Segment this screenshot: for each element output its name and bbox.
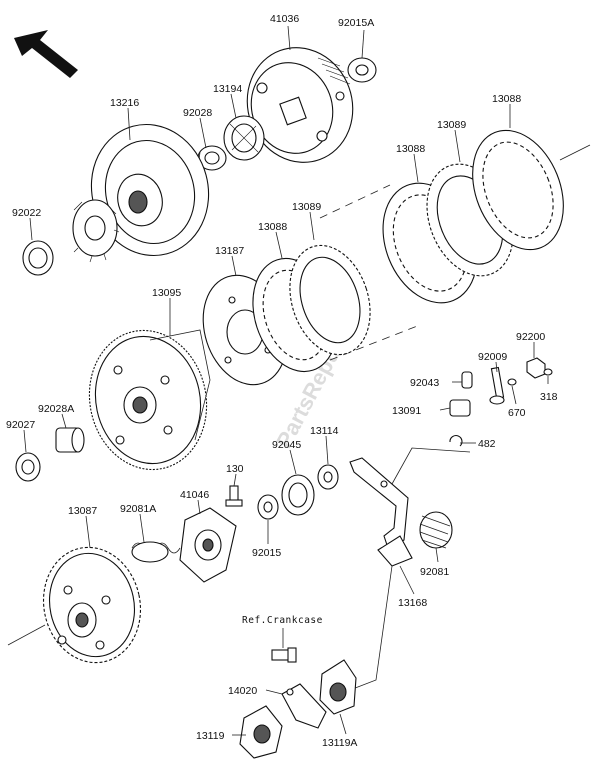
part-13216 xyxy=(72,123,210,263)
part-13091 xyxy=(449,399,471,417)
part-13119 xyxy=(239,705,283,759)
label-13088-lower: 13088 xyxy=(258,221,287,233)
part-13194 xyxy=(223,115,265,161)
label-92043: 92043 xyxy=(410,377,439,389)
part-13095 xyxy=(88,329,211,471)
label-13087: 13087 xyxy=(68,505,97,517)
part-13088-right xyxy=(472,129,564,251)
label-670: 670 xyxy=(508,407,526,419)
part-41046 xyxy=(179,507,237,583)
label-92022: 92022 xyxy=(12,207,41,219)
label-13089-lower: 13089 xyxy=(292,201,321,213)
label-13114: 13114 xyxy=(310,425,339,437)
label-13216: 13216 xyxy=(110,97,139,109)
part-41036 xyxy=(246,47,354,163)
part-92015 xyxy=(257,494,279,520)
label-14020: 14020 xyxy=(228,685,257,697)
label-13168: 13168 xyxy=(398,597,427,609)
label-13194: 13194 xyxy=(213,83,242,95)
label-13119A: 13119A xyxy=(322,737,357,749)
label-13119: 13119 xyxy=(196,730,225,742)
part-13119A xyxy=(319,659,357,715)
part-92028A xyxy=(55,427,85,453)
label-92027: 92027 xyxy=(6,419,35,431)
part-13114 xyxy=(317,464,339,490)
part-92081A xyxy=(131,541,181,563)
leader-lines xyxy=(23,25,549,736)
label-482: 482 xyxy=(478,438,496,450)
label-92015A: 92015A xyxy=(338,17,374,29)
part-number-labels: 41036 92015A 13194 13216 92028 13088 130… xyxy=(6,13,558,749)
label-92028: 92028 xyxy=(183,107,212,119)
label-92081A: 92081A xyxy=(120,503,156,515)
part-92027 xyxy=(15,452,41,482)
label-13091: 13091 xyxy=(392,405,421,417)
label-92028A: 92028A xyxy=(38,403,74,415)
part-92045 xyxy=(281,474,315,516)
part-482 xyxy=(449,435,463,447)
arrow-up-left-icon xyxy=(14,30,78,78)
part-13089-lower xyxy=(289,244,371,356)
part-670 xyxy=(507,378,517,386)
label-318: 318 xyxy=(540,391,558,403)
label-130: 130 xyxy=(226,463,244,475)
release-lever-arm xyxy=(349,447,471,549)
label-13187: 13187 xyxy=(215,245,244,257)
part-92015A xyxy=(347,57,377,83)
label-13089-upper: 13089 xyxy=(437,119,466,131)
label-92009: 92009 xyxy=(478,351,507,363)
part-92081 xyxy=(419,511,453,549)
label-ref-crankcase: Ref.Crankcase xyxy=(242,615,323,626)
part-92022 xyxy=(22,240,54,276)
part-318 xyxy=(543,368,553,376)
part-13168 xyxy=(349,535,413,691)
label-13088-right: 13088 xyxy=(492,93,521,105)
label-92015: 92015 xyxy=(252,547,281,559)
label-92081: 92081 xyxy=(420,566,449,578)
label-41036: 41036 xyxy=(270,13,299,25)
part-92043 xyxy=(461,371,473,389)
part-14020 xyxy=(281,683,327,729)
part-92009 xyxy=(489,366,505,405)
part-130 xyxy=(225,485,243,507)
label-92045: 92045 xyxy=(272,439,301,451)
part-92200 xyxy=(526,357,546,379)
label-41046: 41046 xyxy=(180,489,209,501)
label-92200: 92200 xyxy=(516,331,545,343)
part-13087 xyxy=(42,546,142,664)
crankcase-reference-bolt xyxy=(271,628,297,663)
label-13088-upper: 13088 xyxy=(396,143,425,155)
label-13095: 13095 xyxy=(152,287,181,299)
